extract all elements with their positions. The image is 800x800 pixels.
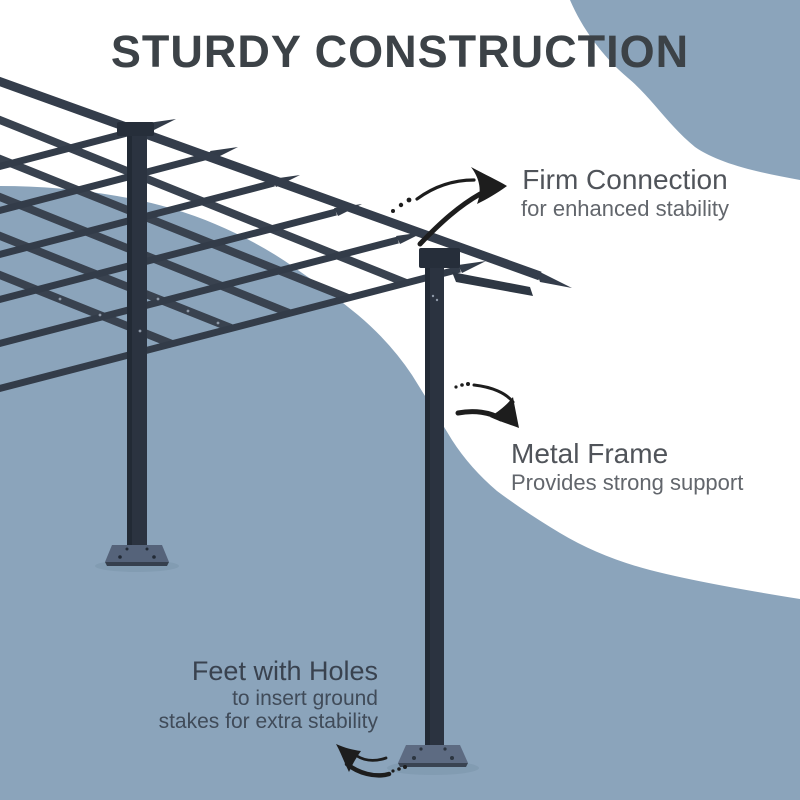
annotation-arrows [336,167,519,778]
page-title: STURDY CONSTRUCTION [110,26,690,77]
pergola-post-right [425,261,444,748]
pergola-header-beam [0,76,572,288]
metal-frame-subtext: Provides strong support [511,470,744,495]
firm-connection-heading: Firm Connection [522,164,728,195]
callout-firm-connection: Firm Connection for enhanced stability [500,164,750,222]
feet-subtext-line1: to insert ground [232,687,378,710]
feet-subtext-line2: stakes for extra stability [158,710,378,733]
feet-heading: Feet with Holes [191,656,378,686]
callout-feet-with-holes: Feet with Holes to insert ground stakes … [58,656,378,733]
curved-arrow-up-left-icon [336,744,407,778]
pergola-foot-right [398,745,468,767]
callout-metal-frame: Metal Frame Provides strong support [511,438,791,496]
blue-blob-top-right [570,0,800,180]
beam-post-brackets [117,122,533,296]
pergola-illustration [0,76,572,775]
frame-detail-dots [58,294,439,333]
pergola-roof-rafters [0,119,486,393]
pergola-post-left [127,129,147,548]
curved-arrow-up-right-icon [391,167,507,247]
curved-arrow-down-right-icon [454,382,519,428]
pergola-foot-left [105,545,169,566]
firm-connection-subtext: for enhanced stability [521,196,729,221]
metal-frame-heading: Metal Frame [511,438,669,469]
